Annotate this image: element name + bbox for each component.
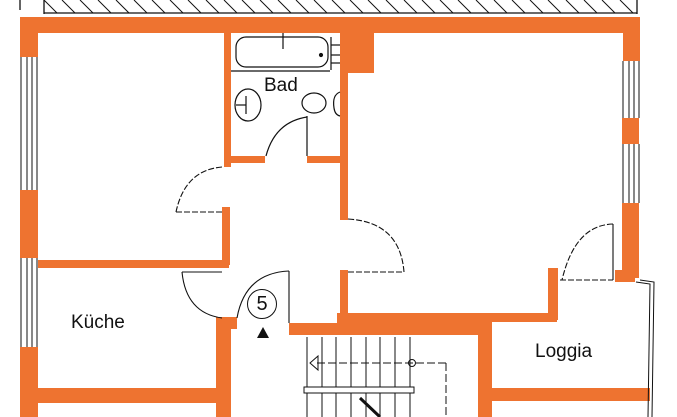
apartment-number-badge: 5 [247, 289, 277, 319]
stair-direction-arrow-icon [309, 354, 319, 372]
bath-fixtures [231, 33, 341, 157]
walls [20, 17, 650, 417]
room-label-loggia: Loggia [535, 341, 593, 362]
toilet-icon [301, 92, 327, 114]
staircase [303, 337, 447, 417]
entrance-triangle-icon [257, 327, 269, 338]
room-label-bathroom: Bad [264, 75, 298, 96]
bathtub-icon [235, 36, 329, 68]
sink-icon [234, 88, 262, 122]
windows [20, 57, 655, 417]
room-label-kitchen: Küche [71, 312, 125, 333]
doors [175, 166, 614, 323]
hatched-strip [19, 0, 638, 14]
